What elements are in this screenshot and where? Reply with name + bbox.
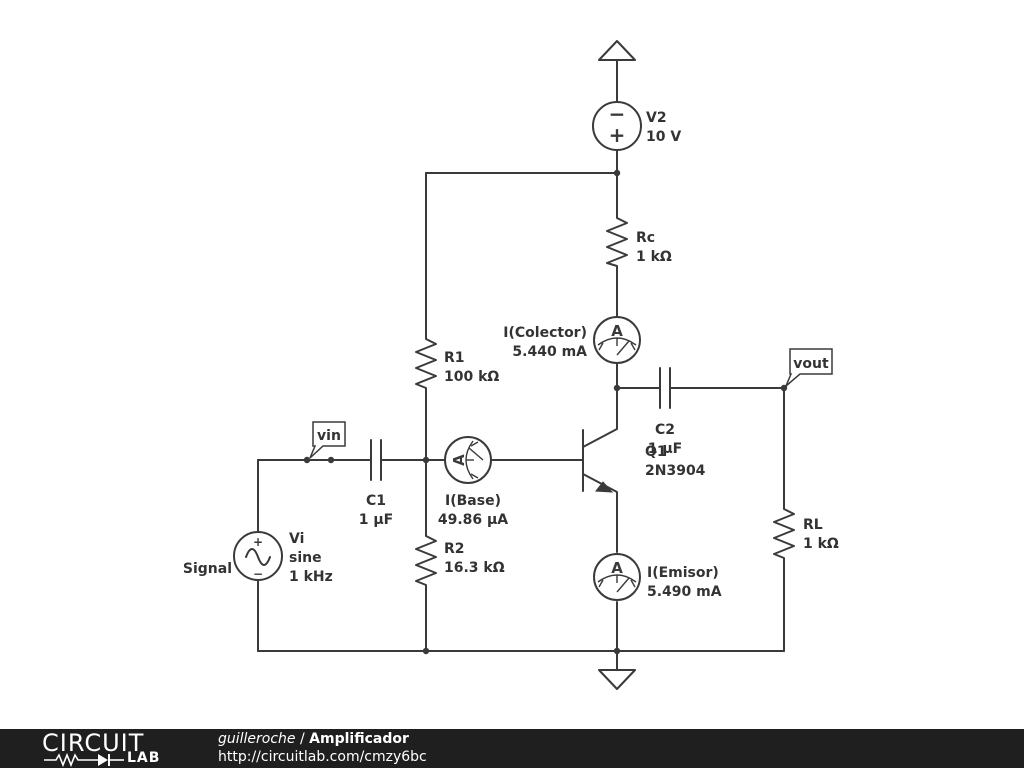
logo-text-lab: LAB <box>127 750 161 766</box>
ammeter-emitter-name: I(Emisor) <box>647 565 719 581</box>
c1-name-label: C1 <box>366 493 386 509</box>
v2-plus-sign: + <box>609 123 626 147</box>
vin-tag-icon <box>309 421 346 459</box>
vi-name-label: Vi <box>289 531 304 547</box>
junction-collector <box>613 384 621 392</box>
junction-vin-2 <box>327 456 335 464</box>
c2-name-label: C2 <box>655 422 675 438</box>
v2-source[interactable]: − + <box>592 101 642 151</box>
ammeter-collector-name: I(Colector) <box>503 325 587 341</box>
junction-vin <box>303 456 311 464</box>
rc-name-label: Rc <box>636 230 655 246</box>
v2-name-label: V2 <box>646 110 667 126</box>
vi-signal-label: Signal <box>183 561 232 577</box>
footer-bar: CIRCUIT LAB guilleroche / Amplificador h… <box>0 729 1024 768</box>
junction-vout <box>780 384 788 392</box>
circuit-url-link[interactable]: http://circuitlab.com/cmzy6bc <box>218 749 427 765</box>
ammeter-base-value: 49.86 µA <box>438 512 508 528</box>
vin-tag-text: vin <box>317 428 341 444</box>
footer-credit: guilleroche / Amplificador <box>218 731 409 747</box>
author-link[interactable]: guilleroche <box>218 731 296 747</box>
circuit-title[interactable]: Amplificador <box>309 731 409 747</box>
ammeter-collector[interactable]: A <box>593 316 641 364</box>
q1-name-label: Q1 <box>645 444 667 460</box>
circuit-schematic: − + V2 10 V Rc 1 kΩ R1 100 kΩ R2 16.3 kΩ… <box>183 40 839 690</box>
logo-circuit-trace-icon <box>44 753 124 767</box>
r1-resistor-icon[interactable] <box>415 332 437 393</box>
vcc-arrow-icon <box>598 40 636 61</box>
rl-resistor-icon[interactable] <box>773 502 795 564</box>
vout-tag-text: vout <box>793 356 829 372</box>
rc-value-label: 1 kΩ <box>636 249 672 265</box>
vi-minus-sign: − <box>253 567 263 581</box>
ammeter-base[interactable]: A <box>444 436 492 484</box>
vi-freq-label: 1 kHz <box>289 569 333 585</box>
wires <box>257 59 785 671</box>
junctions <box>303 169 788 655</box>
rl-value-label: 1 kΩ <box>803 536 839 552</box>
vi-plus-sign: + <box>253 535 263 549</box>
v2-minus-sign: − <box>609 102 626 126</box>
dc-voltage-source-icon <box>592 101 642 151</box>
vi-wave-label: sine <box>289 550 322 566</box>
rl-name-label: RL <box>803 517 823 533</box>
ammeter-emitter-glyph: A <box>611 559 623 577</box>
probe-vout[interactable]: vout <box>785 348 833 387</box>
c1-capacitor-icon[interactable] <box>370 439 382 481</box>
sine-wave-icon <box>245 548 271 566</box>
ground-icon <box>598 669 636 690</box>
junction-ground-mid <box>613 647 621 655</box>
junction-ground-left <box>422 647 430 655</box>
c1-value-label: 1 µF <box>359 512 393 528</box>
vi-source[interactable]: + − <box>233 531 283 581</box>
rc-resistor-icon[interactable] <box>606 211 628 271</box>
junction-top <box>613 169 621 177</box>
ammeter-base-glyph: A <box>450 454 468 466</box>
ammeter-collector-value: 5.440 mA <box>512 344 587 360</box>
ammeter-emitter[interactable]: A <box>593 553 641 601</box>
q1-model-label: 2N3904 <box>645 463 706 479</box>
vout-tag-icon <box>785 348 833 387</box>
r1-name-label: R1 <box>444 350 465 366</box>
r2-name-label: R2 <box>444 541 465 557</box>
npn-transistor-icon[interactable] <box>582 421 618 501</box>
r2-resistor-icon[interactable] <box>415 529 437 589</box>
v2-value-label: 10 V <box>646 129 681 145</box>
ammeter-collector-glyph: A <box>611 322 623 340</box>
ammeter-base-name: I(Base) <box>445 493 501 509</box>
ammeter-emitter-value: 5.490 mA <box>647 584 722 600</box>
credit-separator: / <box>295 731 310 747</box>
r1-value-label: 100 kΩ <box>444 369 499 385</box>
c2-capacitor-icon[interactable] <box>659 367 671 409</box>
c2-value-label: 1 µF <box>648 441 682 457</box>
r2-value-label: 16.3 kΩ <box>444 560 505 576</box>
circuitlab-logo[interactable]: CIRCUIT LAB <box>42 729 182 767</box>
probe-vin[interactable]: vin <box>309 421 346 459</box>
junction-base <box>422 456 430 464</box>
logo-text-circuit: CIRCUIT <box>42 729 145 757</box>
